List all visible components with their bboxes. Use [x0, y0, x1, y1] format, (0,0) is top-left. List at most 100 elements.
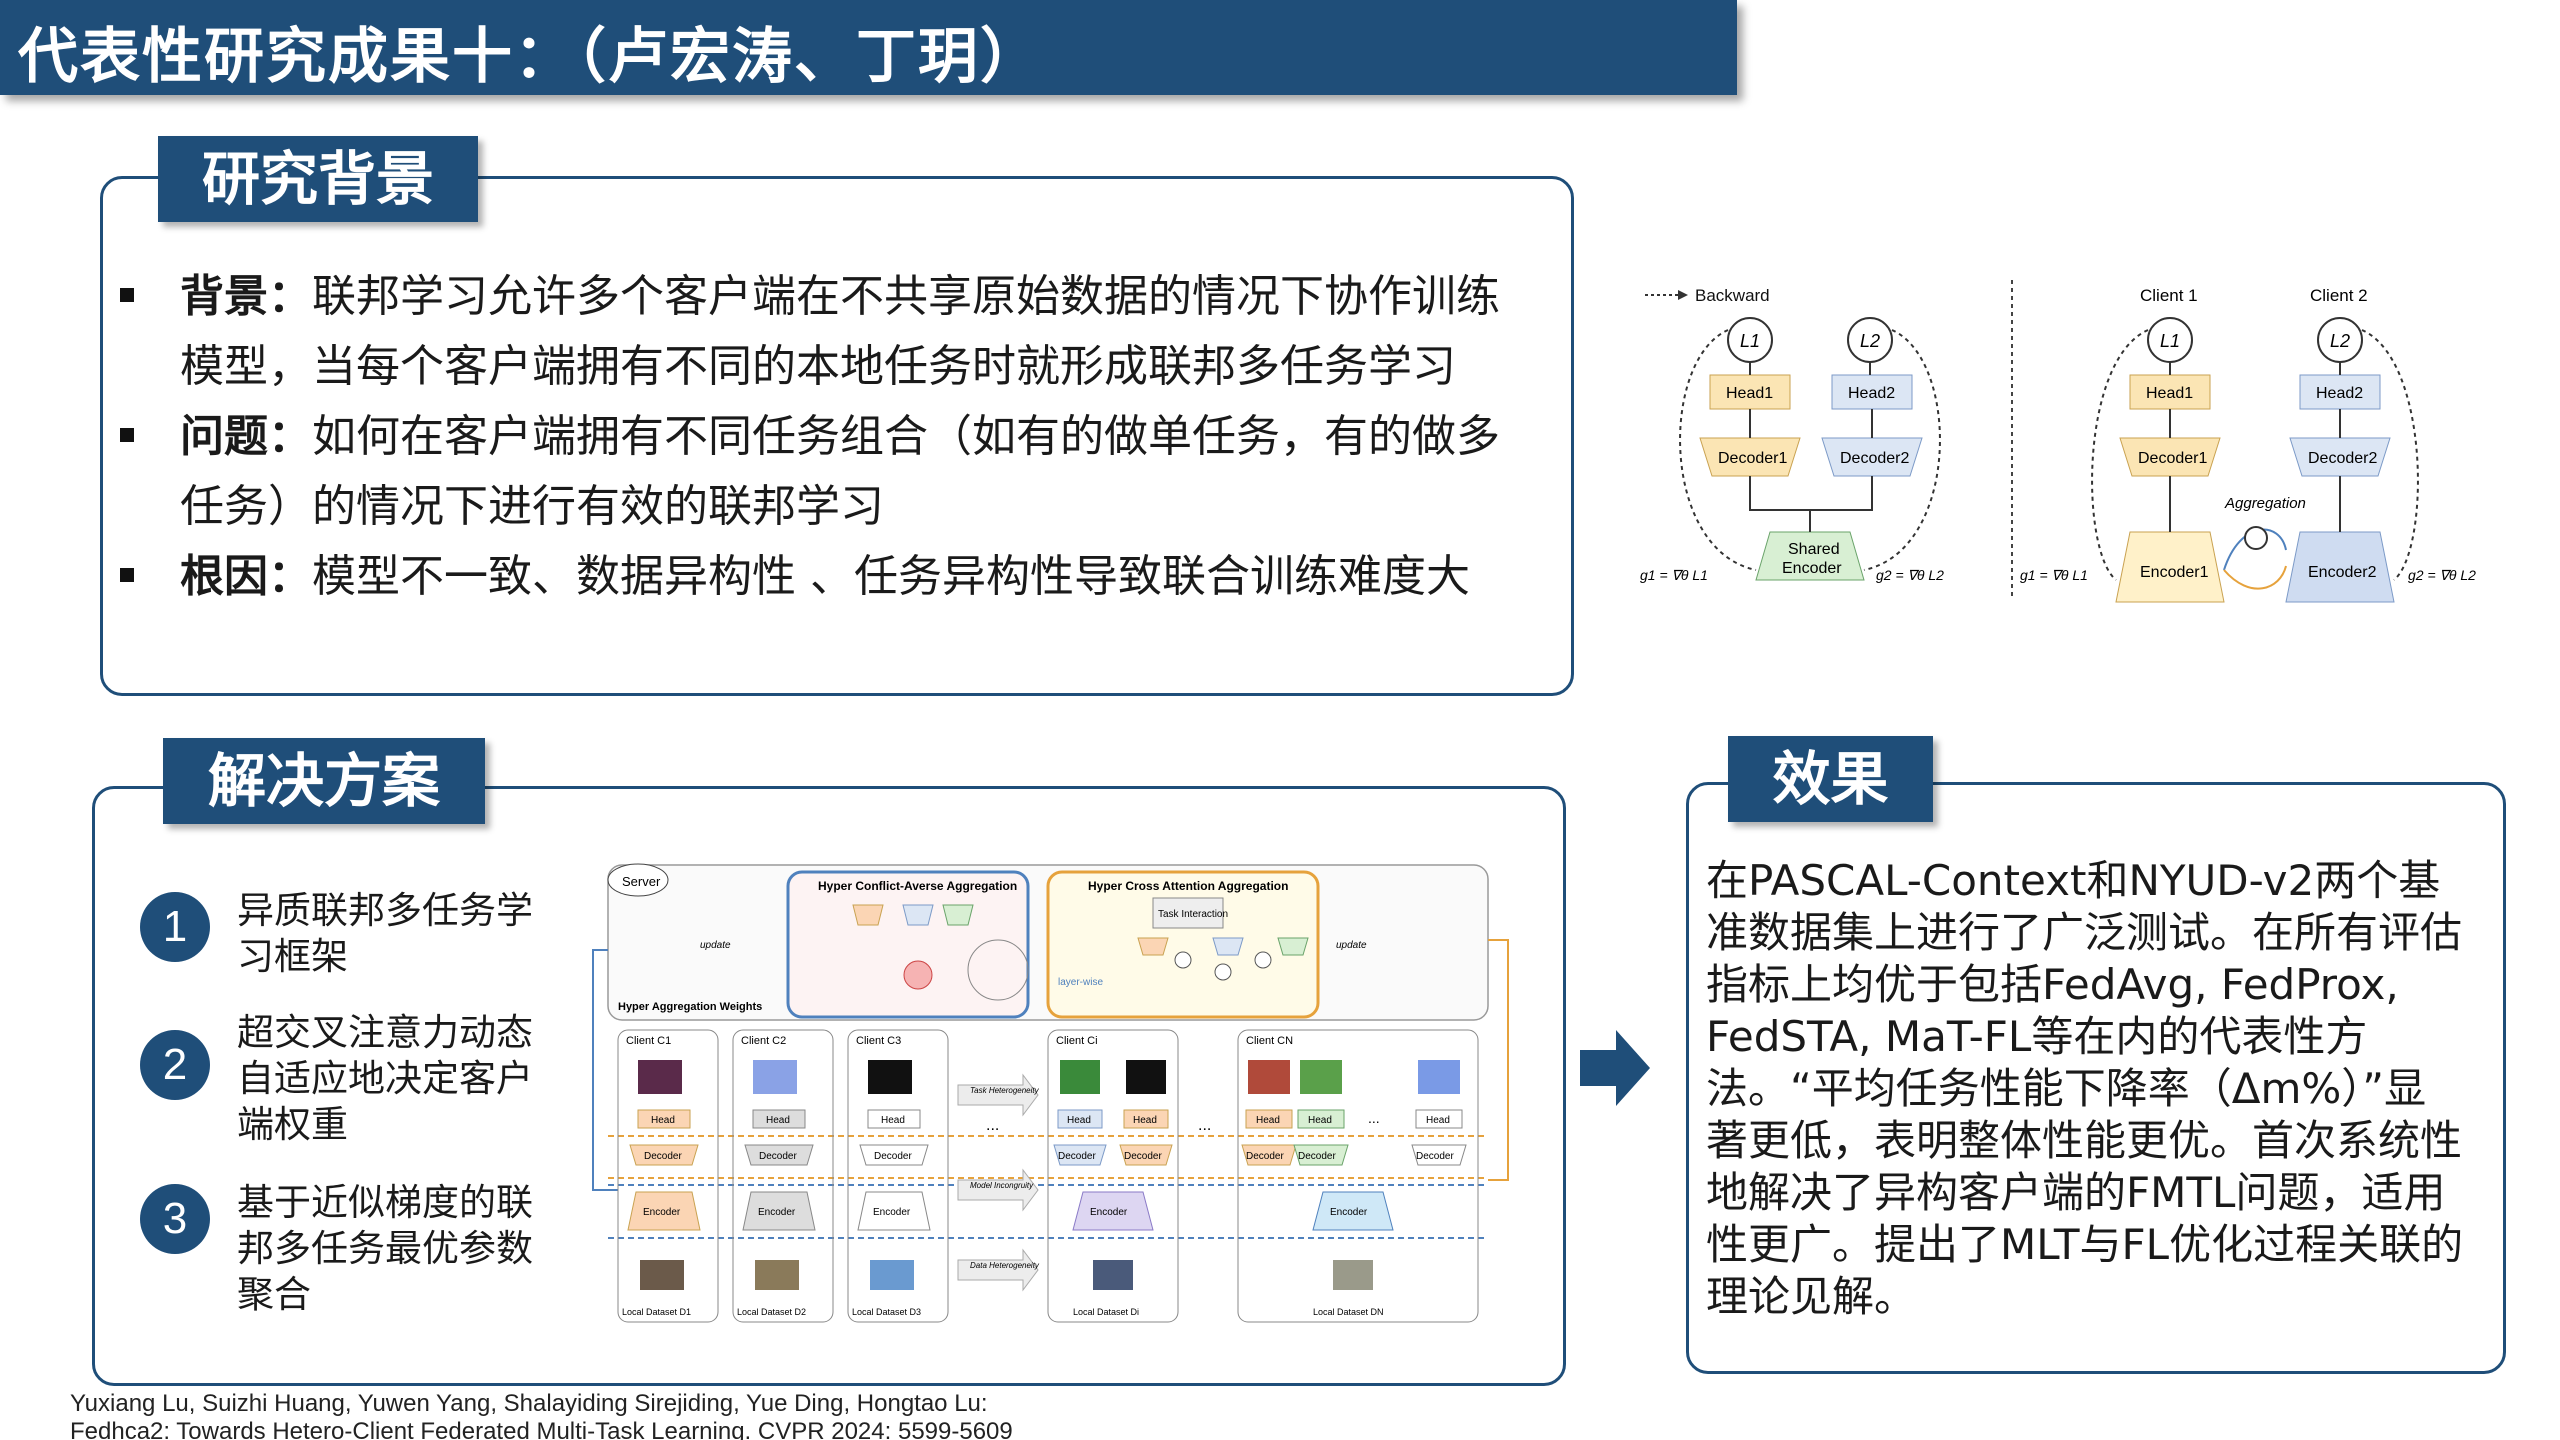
head-label: Head: [766, 1115, 790, 1126]
effect-panel: [1686, 782, 2506, 1374]
backward-legend: Backward: [1645, 286, 1770, 305]
fedhca2-framework-diagram: Server Hyper Conflict-Averse Aggregation…: [592, 863, 1509, 1323]
decoder-label: Decoder: [874, 1151, 912, 1162]
solution-text: 超交叉注意力动态自适应地决定客户端权重: [237, 1011, 533, 1146]
layer-wise-label: layer-wise: [1058, 977, 1103, 988]
head-label: Head: [1133, 1115, 1157, 1126]
encoder2-shape: [2285, 531, 2395, 603]
head-label: Head: [1308, 1115, 1332, 1126]
arrow-right-icon: [1580, 1030, 1650, 1106]
page-title: 代表性研究成果十：（卢宏涛、丁玥）: [18, 22, 1042, 92]
decoder-label: Decoder: [1416, 1151, 1454, 1162]
client-c3-label: Client C3: [856, 1035, 901, 1047]
client-c2-column: Client C2 Head Decoder Encoder Local Dat…: [732, 1029, 834, 1323]
client-c1-label: Client C1: [626, 1035, 671, 1047]
loss1-label: L1: [1740, 331, 1760, 351]
ellipsis: ...: [1198, 1117, 1211, 1134]
hcaa2-label: Hyper Cross Attention Aggregation: [1088, 879, 1288, 893]
gradient-g2-label-right: g2 = ∇θ L2: [2408, 567, 2476, 583]
head2-label: Head2: [1848, 385, 1895, 402]
backward-label: Backward: [1695, 286, 1770, 305]
decoder2-shape: [1821, 437, 1923, 477]
dataset-di-label: Local Dataset Di: [1073, 1307, 1139, 1317]
bullet-rootcause: 根因：模型不一致、数据异构性 、任务异构性导致联合训练难度大: [110, 542, 1530, 612]
effect-text: 在PASCAL-Context和NYUD-v2两个基准数据集上进行了广泛测试。在…: [1706, 856, 2464, 1321]
head1-label-right: Head1: [2146, 385, 2193, 402]
model-incongruity-label: Model Incongruity: [970, 1181, 1034, 1190]
aggregation-icon: [2244, 526, 2268, 550]
head-label: Head: [1256, 1115, 1280, 1126]
decoder2-label: Decoder2: [1840, 450, 1909, 467]
dataset-d2-label: Local Dataset D2: [737, 1307, 806, 1317]
decoder1-label-right: Decoder1: [2138, 450, 2207, 467]
hcaa-box: [786, 870, 1030, 1019]
client-c2-label: Client C2: [741, 1035, 786, 1047]
shared-encoder-shape: [1755, 531, 1865, 581]
decoder1-label: Decoder1: [1718, 450, 1787, 467]
shared-encoder-label-2: Encoder: [1782, 560, 1842, 577]
background-list: 背景：联邦学习允许多个客户端在不共享原始数据的情况下协作训练模型，当每个客户端拥…: [110, 262, 1530, 612]
gradient-g1-label-right: g1 = ∇θ L1: [2020, 567, 2088, 583]
head2-label-right: Head2: [2316, 385, 2363, 402]
server-cloud-icon: [607, 863, 669, 897]
encoder-label: Encoder: [1330, 1207, 1368, 1218]
ellipsis: ...: [1368, 1110, 1380, 1126]
bullet-problem: 问题：如何在客户端拥有不同任务组合（如有的做单任务，有的做多任务）的情况下进行有…: [110, 402, 1530, 542]
encoder-label: Encoder: [873, 1207, 911, 1218]
decoder1-shape: [1699, 437, 1801, 477]
bullet-marker: [120, 428, 134, 442]
shared-encoder-label-1: Shared: [1788, 541, 1840, 558]
client-c3-column: Client C3 Head Decoder Encoder Local Dat…: [847, 1029, 949, 1323]
server-label: Server: [622, 874, 661, 889]
bullet-text: 联邦学习允许多个客户端在不共享原始数据的情况下协作训练模型，当每个客户端拥有不同…: [180, 271, 1500, 392]
bullet-background: 背景：联邦学习允许多个客户端在不共享原始数据的情况下协作训练模型，当每个客户端拥…: [110, 262, 1530, 402]
head-label: Head: [1067, 1115, 1091, 1126]
dataset-d3-label: Local Dataset D3: [852, 1307, 921, 1317]
reference-title: Fedhca2: Towards Hetero-Client Federated…: [70, 1418, 1013, 1440]
bullet-label: 问题：: [180, 411, 312, 462]
client2-label: Client 2: [2310, 286, 2368, 305]
decoder2-shape-right: [2289, 437, 2391, 477]
dataset-dn-label: Local Dataset DN: [1313, 1307, 1384, 1317]
bullet-text: 模型不一致、数据异构性 、任务异构性导致联合训练难度大: [312, 551, 1470, 602]
update-label-right: update: [1336, 940, 1367, 951]
head2-box: [1831, 374, 1913, 410]
head-label: Head: [881, 1115, 905, 1126]
client-ci-column: Client Ci Head Head Decoder Decoder Enco…: [1047, 1029, 1179, 1323]
aggregation-label: Aggregation: [2224, 495, 2306, 512]
number-badge: 2: [140, 1030, 210, 1100]
heterogeneity-arrows: Task Heterogeneity Model Incongruity Dat…: [957, 1073, 1040, 1292]
number-badge: 1: [140, 892, 210, 962]
solution-tag: 解决方案: [163, 738, 485, 824]
encoder-label: Encoder: [643, 1207, 681, 1218]
solution-text: 异质联邦多任务学习框架: [237, 889, 533, 978]
client-c1-column: Client C1 Head Decoder Encoder Local Dat…: [617, 1029, 719, 1323]
decoder-label: Decoder: [1058, 1151, 1096, 1162]
decoder-label: Decoder: [1298, 1151, 1336, 1162]
encoder2-label: Encoder2: [2308, 564, 2377, 581]
decoder-label: Decoder: [644, 1151, 682, 1162]
number-badge: 3: [140, 1184, 210, 1254]
gradient-g1-label: g1 = ∇θ L1: [1640, 567, 1708, 583]
hyper-weights-label: Hyper Aggregation Weights: [618, 1001, 762, 1013]
encoder1-shape: [2115, 531, 2225, 603]
title-bar: 代表性研究成果十：（卢宏涛、丁玥）: [0, 0, 1737, 95]
hcaa-label: Hyper Conflict-Averse Aggregation: [818, 879, 1017, 893]
bullet-text: 如何在客户端拥有不同任务组合（如有的做单任务，有的做多任务）的情况下进行有效的联…: [180, 411, 1500, 532]
dataset-d1-label: Local Dataset D1: [622, 1307, 691, 1317]
effect-tag: 效果: [1728, 736, 1933, 822]
data-heterogeneity-label: Data Heterogeneity: [970, 1261, 1040, 1270]
loss1-label-right: L1: [2160, 331, 2180, 351]
decoder-label: Decoder: [1124, 1151, 1162, 1162]
head1-label: Head1: [1726, 385, 1773, 402]
architecture-comparison-diagram: Backward L1 L2 Head1 Head2 Decoder1 Deco…: [1640, 280, 2476, 603]
encoder-label: Encoder: [1090, 1207, 1128, 1218]
solution-text: 基于近似梯度的联邦多任务最优参数聚合: [237, 1181, 533, 1316]
bullet-label: 根因：: [180, 551, 312, 602]
encoder1-label: Encoder1: [2140, 564, 2209, 581]
client1-label: Client 1: [2140, 286, 2198, 305]
decoder-label: Decoder: [759, 1151, 797, 1162]
client-ci-label: Client Ci: [1056, 1035, 1098, 1047]
loss2-label-right: L2: [2330, 331, 2350, 351]
bullet-marker: [120, 288, 134, 302]
